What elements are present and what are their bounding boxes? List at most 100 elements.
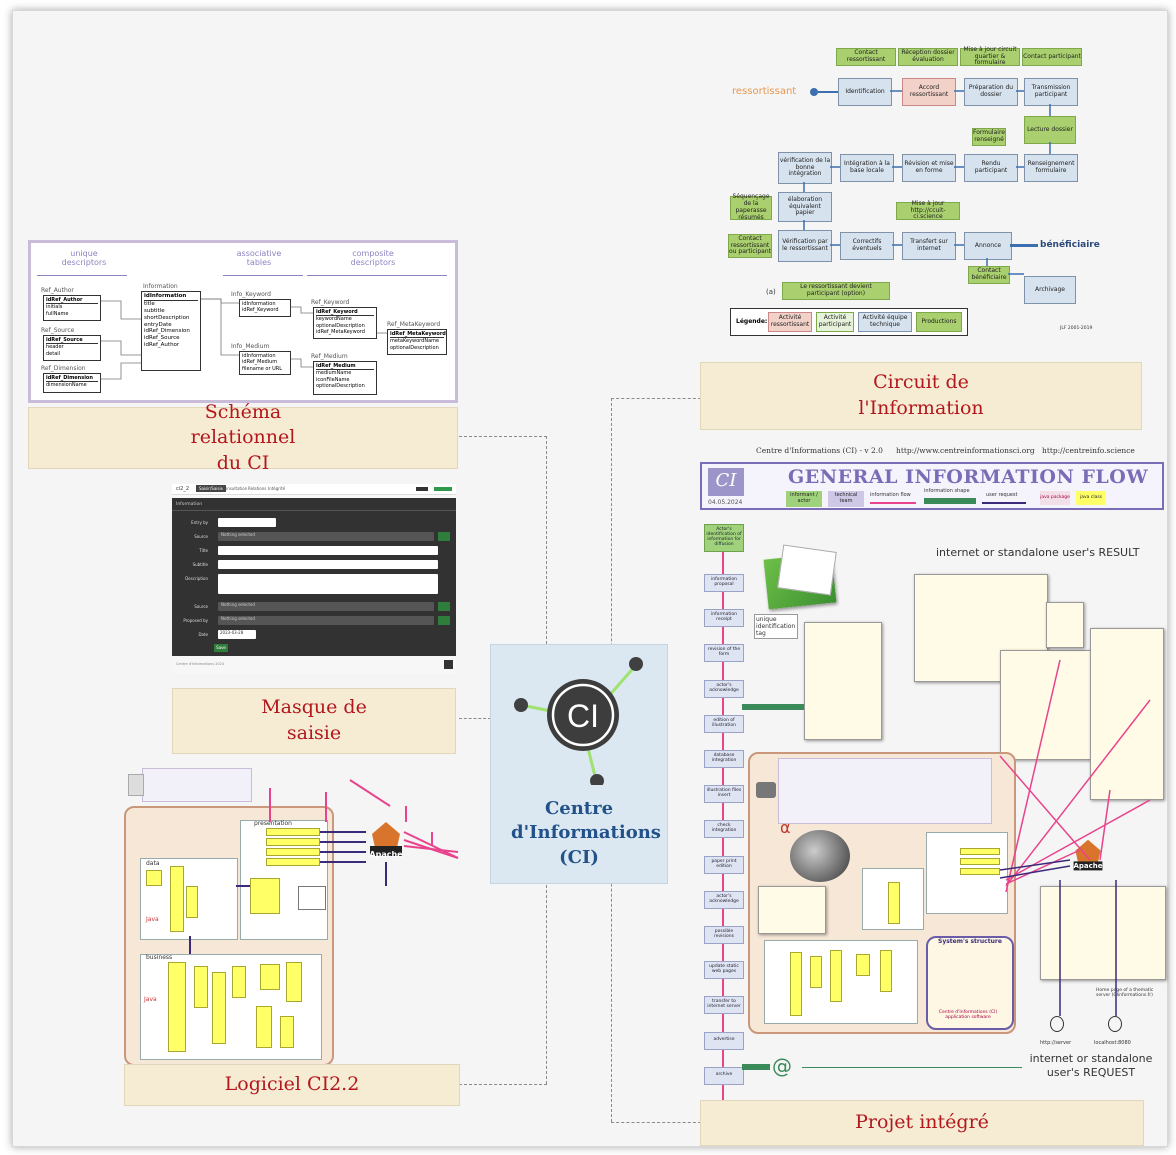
contact-bottom-1: Contact ressortissant ou participant bbox=[728, 234, 772, 258]
field-subtitle[interactable]: Subtitle bbox=[178, 560, 438, 569]
structure-label: System's structure bbox=[938, 938, 1002, 945]
thumbnail-2 bbox=[128, 774, 144, 796]
flow-arrows bbox=[189, 779, 459, 954]
flow-step: paper print edition bbox=[704, 855, 744, 874]
at-symbol: @ bbox=[772, 1054, 792, 1078]
row2-box-4: Rendu participant bbox=[964, 154, 1018, 182]
form-navbar: ci2_2 Saisir/Saisie Consultation Relatio… bbox=[172, 484, 456, 495]
row2-box-5: Renseignement formulaire bbox=[1024, 154, 1078, 182]
top-contact-4: Contact participant bbox=[1022, 48, 1082, 66]
legend-item-4: Productions bbox=[916, 312, 962, 332]
apache-label-2: Apache bbox=[1073, 862, 1103, 870]
gif-logo: CI bbox=[708, 468, 744, 496]
top-contact-3: Mise à jour circuit quartier & formulair… bbox=[960, 46, 1020, 66]
gif-legend-3: information flow bbox=[870, 492, 911, 498]
row1-box-3: Préparation du dossier bbox=[964, 78, 1018, 106]
label-info-medium: Info_Medium bbox=[231, 343, 270, 350]
caption-logiciel[interactable]: Logiciel CI2.2 bbox=[124, 1064, 460, 1106]
field-entry-by[interactable]: Entry by bbox=[178, 518, 276, 527]
url-link-1[interactable]: http://www.centreinformationsci.org bbox=[896, 446, 1035, 455]
connector-circuit-h bbox=[611, 398, 701, 399]
row3-box-5: Archivage bbox=[1024, 276, 1076, 304]
result-window-4 bbox=[1090, 628, 1164, 800]
gif-legend-2: technical team bbox=[828, 491, 864, 507]
gif-date: 04.05.2024 bbox=[708, 499, 743, 506]
gif-title: GENERAL INFORMATION FLOW bbox=[788, 466, 1149, 488]
form-tab-consultation[interactable]: Consultation bbox=[222, 486, 248, 491]
connector-logiciel-v bbox=[546, 880, 547, 1084]
java-icon-2: Java bbox=[144, 996, 157, 1003]
label-ref-source: Ref_Source bbox=[41, 327, 75, 334]
gif-legend-6: java package bbox=[1040, 491, 1070, 505]
software-architecture-diagram[interactable]: data presentation business Java Java Apa… bbox=[120, 766, 460, 1066]
form-tab-relations[interactable]: Relations bbox=[248, 486, 267, 491]
field-description[interactable]: Description bbox=[178, 574, 438, 594]
apache-feather-icon bbox=[370, 822, 402, 856]
start-dot bbox=[810, 88, 818, 96]
hub-panel[interactable]: CI Centre d'Informations (CI) bbox=[490, 644, 668, 884]
request-label: internet or standalone user's REQUEST bbox=[1029, 1052, 1153, 1079]
form-save-button[interactable]: Save bbox=[214, 644, 228, 652]
tag-label: unique identification tag bbox=[754, 614, 798, 639]
caption-schema[interactable]: Schéma relationnel du CI bbox=[28, 401, 458, 474]
flow-step: transfer to internet server bbox=[704, 996, 744, 1015]
caption-circuit[interactable]: Circuit de l'Information bbox=[700, 362, 1142, 430]
flow-step: illustration files insert bbox=[704, 785, 744, 804]
caption-projet[interactable]: Projet intégré bbox=[700, 1100, 1144, 1146]
form-tab-integrite[interactable]: Intégrité bbox=[268, 486, 286, 491]
row3-box-4: Annonce bbox=[964, 232, 1012, 260]
entry-form-screenshot[interactable]: ci2_2 Saisir/Saisie Consultation Relatio… bbox=[172, 484, 456, 674]
legend-title: Légende: bbox=[736, 318, 768, 325]
label-data: data bbox=[146, 860, 160, 867]
label-info-keyword: Info_Keyword bbox=[231, 291, 271, 298]
circuit-diagram[interactable]: Contact ressortissant Réception dossier … bbox=[722, 44, 1112, 344]
request-arrow bbox=[802, 1067, 1022, 1068]
structure-box bbox=[926, 936, 1014, 1030]
server-label-2: localhost:8080 bbox=[1094, 1040, 1131, 1046]
caption-masque[interactable]: Masque de saisie bbox=[172, 688, 456, 754]
circuit-credit: JLF 2001-2019 bbox=[1060, 326, 1093, 331]
gif-legend-5: user request bbox=[986, 492, 1018, 498]
row2-box-3: Révision et mise en forme bbox=[902, 154, 956, 182]
row2-box-1: vérification de la bonne intégration bbox=[778, 152, 832, 184]
flow-step: check integration bbox=[704, 820, 744, 839]
header-unique: unique descriptors bbox=[61, 249, 107, 267]
side-box-elaboration: élaboration équivalent papier bbox=[778, 192, 832, 222]
form-tab-saisie[interactable]: Saisir/Saisie bbox=[196, 485, 227, 492]
schema-links bbox=[101, 298, 387, 380]
home-page-label: Home page of a thematic server (CIinform… bbox=[1096, 988, 1154, 998]
ci-logo-icon: CI bbox=[514, 657, 643, 785]
field-title[interactable]: Title bbox=[178, 546, 438, 555]
end-label: bénéficiaire bbox=[1040, 240, 1100, 250]
row1-box-4: Transmission participant bbox=[1024, 78, 1078, 106]
flow-step: archive bbox=[704, 1066, 744, 1085]
gif-legend-4: information shape bbox=[924, 488, 970, 494]
row1-box-1: Identification bbox=[838, 78, 892, 106]
url-link-2[interactable]: http://centreinfo.science bbox=[1042, 446, 1135, 455]
green-arrow-1 bbox=[742, 704, 804, 710]
flow-step: information receipt bbox=[704, 609, 744, 628]
print-thumb bbox=[758, 886, 826, 934]
schema-thumbnail bbox=[142, 768, 252, 802]
label-ref-medium: Ref_Medium bbox=[311, 353, 348, 360]
flow-step: revision of the form bbox=[704, 644, 744, 663]
top-contact-2: Réception dossier évaluation bbox=[898, 48, 958, 66]
gif-header[interactable]: CI 04.05.2024 GENERAL INFORMATION FLOW i… bbox=[700, 462, 1164, 510]
schema-diagram[interactable]: unique descriptors associative tables co… bbox=[28, 240, 458, 403]
start-label: ressortissant bbox=[732, 86, 797, 97]
gif-logo-text: CI bbox=[715, 470, 737, 491]
side-box-formulaire: Formulaire renseigné bbox=[972, 128, 1006, 146]
